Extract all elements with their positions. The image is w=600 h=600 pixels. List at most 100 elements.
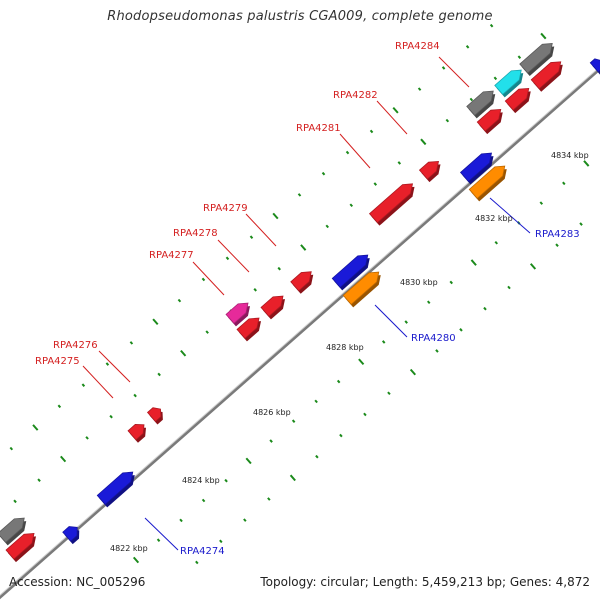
gene-label-rpa4276[interactable]: RPA4276 — [53, 340, 98, 351]
scale-tick — [37, 478, 41, 482]
scale-tick — [470, 259, 477, 266]
gene-label-rpa4281[interactable]: RPA4281 — [296, 123, 341, 134]
gene-red-left[interactable] — [5, 532, 37, 563]
scale-tick — [417, 87, 422, 91]
scale-tick — [225, 256, 230, 261]
scale-tick — [392, 106, 399, 114]
gene-rpa4280-blue[interactable] — [331, 254, 370, 291]
accession-text: Accession: NC_005296 — [9, 575, 146, 589]
scale-tick — [397, 161, 402, 165]
scale-tick — [583, 160, 590, 167]
scale-tick — [449, 280, 453, 285]
gene-rpa4283[interactable] — [468, 165, 507, 202]
gene-label-rpa4274[interactable]: RPA4274 — [180, 546, 225, 557]
scale-tick — [507, 285, 511, 290]
scale-tick — [321, 171, 326, 176]
gene-rpa4279a[interactable] — [260, 295, 286, 320]
scale-tick — [529, 263, 537, 270]
gene-rpa4280[interactable] — [342, 271, 381, 308]
gene-rpa4277[interactable] — [225, 302, 251, 327]
gene-label-rpa4284[interactable]: RPA4284 — [395, 41, 440, 52]
scale-tick — [465, 45, 470, 49]
scale-tick — [291, 419, 296, 424]
scale-tick — [349, 203, 354, 208]
scale-tick — [420, 138, 427, 146]
scale-tick — [483, 306, 487, 311]
scale-tick — [517, 55, 522, 59]
scale-tick — [540, 32, 547, 40]
scale-tick — [445, 118, 450, 123]
gene-rpa4284b[interactable] — [504, 87, 531, 114]
scale-label-4834: 4834 kbp — [551, 151, 589, 160]
tick-rows — [9, 23, 590, 565]
scale-tick — [243, 518, 247, 522]
scale-tick — [224, 478, 228, 483]
scale-tick — [109, 414, 113, 419]
label-leader-lines — [82, 56, 531, 551]
scale-tick — [179, 518, 183, 523]
gene-rpa4274[interactable] — [96, 471, 135, 508]
gene-label-rpa4279[interactable]: RPA4279 — [203, 203, 248, 214]
gene-features[interactable] — [0, 43, 600, 563]
scale-tick — [132, 556, 140, 564]
gene-gray-top[interactable] — [519, 43, 555, 77]
scale-tick — [219, 539, 223, 544]
gene-rpa4278[interactable] — [236, 317, 262, 342]
scale-tick — [441, 66, 446, 70]
gene-rpa4284-cyan[interactable] — [494, 69, 524, 98]
scale-tick — [369, 129, 374, 134]
gene-rpa4281[interactable] — [368, 183, 415, 226]
scale-tick — [373, 182, 378, 186]
gene-label-rpa4278[interactable]: RPA4278 — [173, 228, 218, 239]
scale-tick — [409, 368, 417, 376]
scale-label-4826: 4826 kbp — [253, 408, 291, 417]
gene-label-rpa4283[interactable]: RPA4283 — [535, 229, 580, 240]
gene-label-rpa4280[interactable]: RPA4280 — [411, 333, 456, 344]
genome-backbone — [0, 66, 600, 600]
gene-blue-left[interactable] — [62, 526, 80, 545]
scale-tick — [325, 224, 330, 229]
scale-tick — [381, 340, 386, 344]
scale-tick — [201, 277, 206, 282]
genome-backbone-highlight — [0, 66, 600, 596]
gene-rpa4279b[interactable] — [290, 271, 314, 294]
gene-label-rpa4282[interactable]: RPA4282 — [333, 90, 378, 101]
gene-rpa4284a[interactable] — [476, 108, 503, 135]
scale-tick — [579, 222, 583, 226]
scale-tick — [404, 320, 408, 324]
scale-tick — [133, 393, 137, 398]
scale-tick — [539, 201, 544, 205]
gene-rpa4276[interactable] — [146, 407, 163, 425]
scale-tick — [314, 399, 318, 404]
scale-tick — [345, 150, 350, 155]
scale-tick — [245, 457, 252, 465]
gene-rpa4283-blue[interactable] — [459, 152, 494, 185]
scale-tick — [177, 298, 182, 303]
scale-tick — [489, 23, 494, 28]
scale-label-4830: 4830 kbp — [400, 278, 438, 287]
gene-rpa4282[interactable] — [418, 160, 441, 183]
scale-tick — [152, 318, 159, 326]
scale-tick — [105, 362, 110, 366]
scale-tick — [269, 439, 273, 443]
gene-gray-left[interactable] — [0, 517, 27, 546]
scale-tick — [180, 349, 187, 357]
gene-red-top[interactable] — [530, 61, 563, 92]
map-title: Rhodopseudomonas palustris CGA009, compl… — [107, 9, 493, 24]
gene-gray-upper[interactable] — [466, 90, 496, 119]
scale-tick — [9, 446, 14, 451]
scale-tick — [435, 349, 439, 353]
scale-tick — [300, 244, 307, 251]
gene-rpa4275[interactable] — [127, 424, 147, 443]
scale-tick — [562, 181, 566, 186]
gene-label-rpa4275[interactable]: RPA4275 — [35, 356, 80, 367]
scale-label-4822: 4822 kbp — [110, 544, 148, 553]
scale-tick — [493, 76, 498, 81]
scale-tick — [13, 499, 17, 504]
gene-blue-edge[interactable] — [589, 58, 600, 75]
scale-tick — [157, 372, 161, 377]
scale-tick — [272, 212, 279, 220]
gene-label-rpa4277[interactable]: RPA4277 — [149, 250, 194, 261]
scale-tick — [85, 436, 89, 440]
